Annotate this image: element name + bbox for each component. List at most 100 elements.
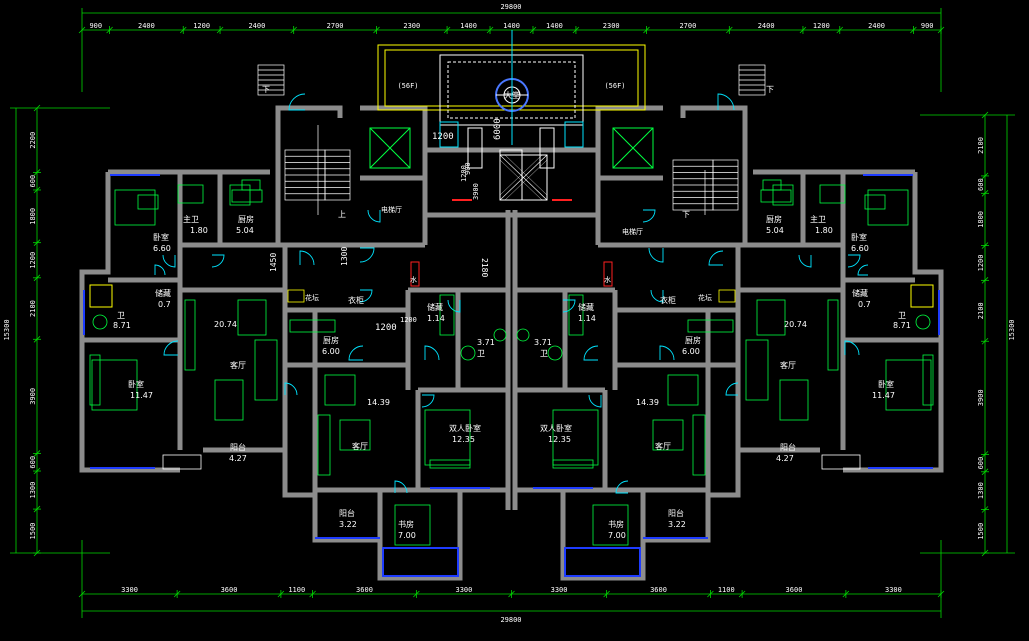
- room-living-2-area: 14.39: [367, 398, 390, 407]
- room-storage-r-area: 0.7: [858, 300, 871, 309]
- door-left-7: [348, 345, 364, 361]
- dim-center-b: 6000: [493, 118, 503, 140]
- room-wardrobe-r: 衣柜: [660, 295, 676, 305]
- room-storage-2-area: 1.14: [427, 314, 445, 323]
- well-label-left: (56F): [397, 82, 418, 90]
- room-bath-2-area: 3.71: [477, 338, 495, 347]
- dim-left-tick: [33, 104, 41, 112]
- door-right-9: [583, 345, 599, 361]
- windows: [83, 174, 940, 577]
- room-bath-2-r-area: 3.71: [534, 338, 552, 347]
- desk-left: [137, 194, 159, 210]
- dim-top-5: 2300: [403, 22, 420, 30]
- stove-right: [772, 184, 794, 206]
- water-right: 水: [604, 275, 611, 284]
- sofa-side-right: [779, 379, 809, 421]
- room-balcony-2-area: 3.22: [339, 520, 357, 529]
- room-bedroom-large-r-area: 11.47: [872, 391, 895, 400]
- bed-study-right: [592, 504, 629, 546]
- dim-center-g: 1200: [375, 323, 397, 333]
- basin-center-left: [493, 328, 507, 342]
- door-left-14: [367, 209, 381, 223]
- dim-right-0: 2100: [977, 137, 985, 154]
- room-study-r-area: 7.00: [608, 531, 626, 540]
- desk-right: [864, 194, 886, 210]
- dining-table-right: [667, 374, 699, 406]
- dim-top-12: 1200: [813, 22, 830, 30]
- door-right-3: [847, 254, 861, 268]
- dim-left-6: 600: [29, 456, 37, 469]
- door-left-0: [288, 93, 306, 111]
- dim-top-10: 2700: [679, 22, 696, 30]
- door-left-2: [299, 250, 315, 266]
- room-bath-2-r: 卫: [540, 349, 548, 358]
- dim-right-tick: [981, 111, 989, 119]
- walls: [79, 105, 944, 581]
- room-storage: 储藏: [155, 288, 171, 298]
- overall-height-left: 15300: [3, 319, 11, 340]
- room-balcony-area: 4.27: [229, 454, 247, 463]
- room-kitchen-r-area: 6.00: [682, 347, 700, 356]
- stairs: [257, 64, 766, 215]
- bed-large-left: [91, 359, 138, 411]
- room-storage-2-r-area: 1.14: [578, 314, 596, 323]
- dim-top-3: 2400: [248, 22, 265, 30]
- room-bedroom-small-r-area: 6.60: [851, 244, 869, 253]
- door-left-8: [359, 289, 373, 303]
- room-balcony-2-r: 阳台: [668, 508, 684, 518]
- overall-height-right: 15300: [1008, 319, 1016, 340]
- dim-bottom-3: 3600: [356, 586, 373, 594]
- room-storage-r: 储藏: [852, 288, 868, 298]
- dining-table-left: [324, 374, 356, 406]
- elevators: [369, 127, 654, 169]
- room-bedroom-small-r: 卧室: [851, 232, 867, 242]
- room-double-bedroom-r-area: 12.35: [548, 435, 571, 444]
- room-study: 书房: [398, 519, 414, 529]
- door-left-10: [421, 394, 435, 408]
- living-table-right: [756, 299, 786, 336]
- entrance-lobby: [377, 30, 646, 201]
- dim-center-h: 1200: [400, 316, 417, 324]
- bed-study-left: [394, 504, 431, 546]
- room-balcony-2-r-area: 3.22: [668, 520, 686, 529]
- room-bedroom-large-r: 卧室: [878, 379, 894, 389]
- sofa-main-right: [745, 339, 769, 401]
- dim-center-d: 2180: [480, 258, 489, 277]
- dim-right-2: 1800: [977, 211, 985, 228]
- room-bath-r: 卫: [898, 311, 906, 320]
- dim-bottom-5: 3300: [551, 586, 568, 594]
- room-flower-bed: 花坛: [305, 293, 319, 302]
- room-living-r: 客厅: [780, 360, 796, 370]
- dim-center-a: 1200: [432, 132, 454, 142]
- room-bath-2: 卫: [477, 349, 485, 358]
- bath-vanity-left: [177, 184, 204, 204]
- room-balcony-r: 阳台: [780, 442, 796, 452]
- dim-center-i: 900: [464, 162, 472, 175]
- dim-top-4: 2700: [327, 22, 344, 30]
- storage-rack-left: [439, 294, 455, 336]
- dim-center-e: 1450: [269, 253, 278, 272]
- dim-top-6: 1400: [460, 22, 477, 30]
- kitchen-counter-right: [687, 319, 734, 333]
- dim-right-7: 1300: [977, 482, 985, 499]
- tv-cabinet-left: [184, 299, 196, 371]
- room-living-area: 20.74: [214, 320, 237, 329]
- dim-top-0: 900: [89, 22, 102, 30]
- bed-small-right: [867, 189, 909, 226]
- stair-down-right: 下: [766, 85, 774, 94]
- room-storage-2: 储藏: [427, 302, 443, 312]
- dim-right-5: 3900: [977, 389, 985, 406]
- dim-center-j: 3900: [472, 183, 480, 200]
- room-master-bath-r: 主卫: [810, 214, 826, 224]
- storage-rack-right: [568, 294, 584, 336]
- room-double-bedroom: 双人卧室: [449, 423, 481, 433]
- room-storage-area: 0.7: [158, 300, 171, 309]
- dim-top-11: 2400: [758, 22, 775, 30]
- toilet-center-right: [547, 345, 563, 361]
- dim-left-2: 1800: [29, 208, 37, 225]
- room-bedroom-large-area: 11.47: [130, 391, 153, 400]
- dim-bottom-0: 3300: [121, 586, 138, 594]
